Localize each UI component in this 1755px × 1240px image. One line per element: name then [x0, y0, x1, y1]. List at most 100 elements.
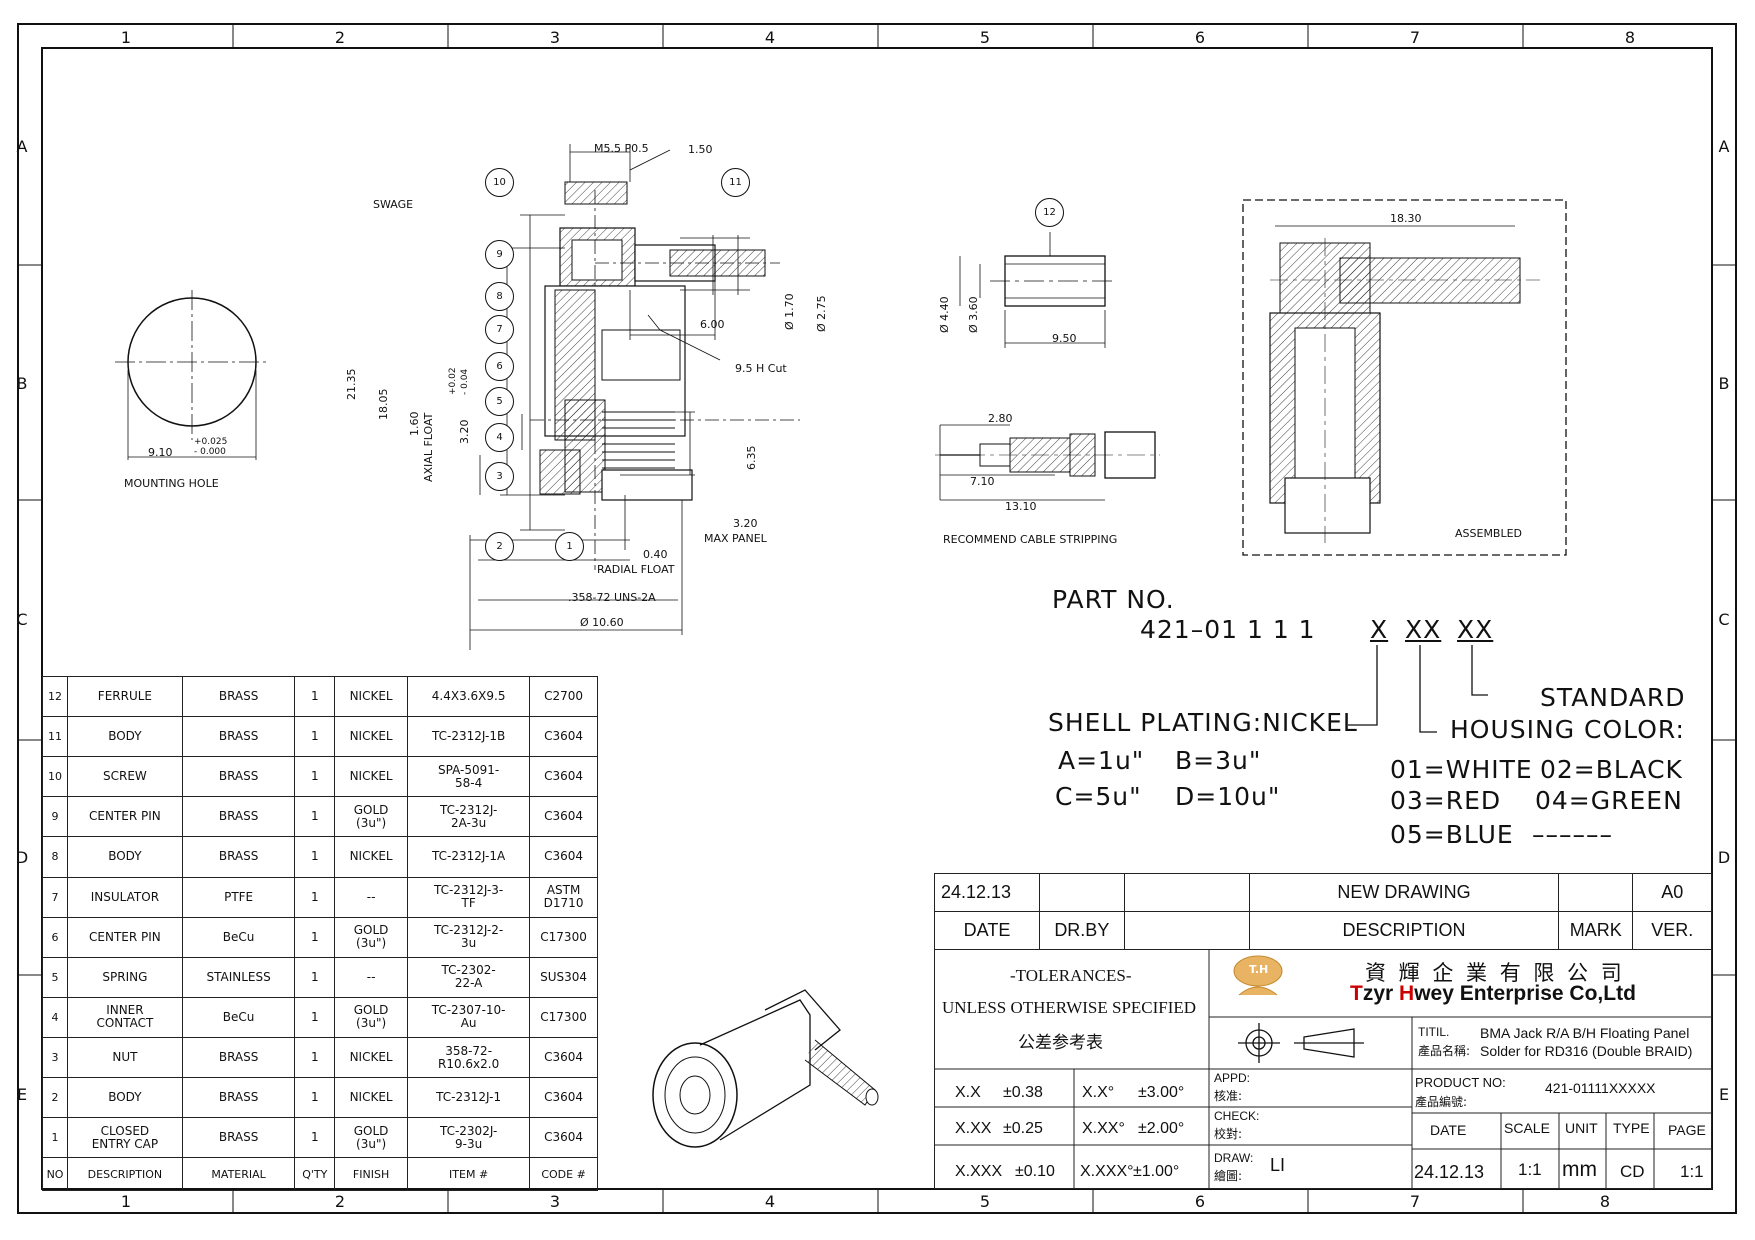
bom-cell: 1 [294, 716, 336, 758]
bom-cell: C17300 [529, 916, 598, 958]
grid-col-1-bottom: 1 [120, 1192, 132, 1211]
bom-cell: NUT [67, 1036, 183, 1079]
grid-row-b: B [16, 374, 28, 393]
tol-subtitle: UNLESS OTHERWISE SPECIFIED [942, 998, 1197, 1017]
bom-cell: 12 [41, 675, 69, 718]
bom-cell: STAINLESS [181, 956, 296, 998]
bom-cell: CLOSED ENTRY CAP [67, 1117, 183, 1159]
bom-cell: NICKEL [334, 1077, 409, 1119]
bom-cell: BRASS [181, 716, 296, 758]
bom-cell: BODY [67, 1077, 183, 1119]
bom-cell: MATERIAL [181, 1157, 296, 1191]
rev-ver: A0 [1632, 873, 1712, 912]
bom-cell: NICKEL [334, 1036, 409, 1079]
bom-cell: C3604 [529, 1036, 598, 1079]
bom-cell: 1 [294, 675, 336, 718]
plating-c: C=5u" [1055, 782, 1142, 811]
tol-xx1: X.X [955, 1084, 981, 1101]
strip-dim-280: 2.80 [988, 412, 1013, 425]
rev-date: 24.12.13 [933, 873, 1041, 912]
bom-cell: 4.4X3.6X9.5 [407, 675, 531, 718]
bom-cell: GOLD (3u") [334, 1117, 409, 1159]
grid-col-6: 6 [1194, 28, 1206, 47]
mounting-hole-drawing [115, 290, 270, 460]
company-name-cn: 資 輝 企 業 有 限 公 司 [1365, 961, 1625, 985]
draw-value: LI [1270, 1155, 1286, 1175]
grid-col-4-bottom: 4 [764, 1192, 776, 1211]
grid-col-2-bottom: 2 [334, 1192, 346, 1211]
h-page: PAGE [1668, 1122, 1706, 1138]
bom-cell: 1 [294, 796, 336, 838]
bom-cell: PTFE [181, 876, 296, 918]
balloon-11: 11 [721, 168, 750, 197]
bom-cell: C3604 [529, 1117, 598, 1159]
bom-cell: 4 [41, 996, 69, 1038]
section-view-drawing [469, 144, 800, 650]
strip-dim-710: 7.10 [970, 475, 995, 488]
section-dia-1060: Ø 10.60 [580, 616, 624, 629]
tol-cn: 公差参考表 [1018, 1033, 1103, 1053]
assembled-dim-1830: 18.30 [1390, 212, 1422, 225]
product-no-cn: 產品編號: [1415, 1095, 1468, 1109]
balloon-6: 6 [485, 352, 514, 381]
bom-cell: INNER CONTACT [67, 996, 183, 1038]
bom-cell: 1 [294, 836, 336, 878]
h-date: DATE [1430, 1122, 1467, 1138]
bom-cell: C3604 [529, 756, 598, 798]
title-block-grid [934, 949, 1712, 1189]
bom-cell: TC-2307-10- Au [407, 996, 531, 1038]
appd-cn: 核准: [1214, 1089, 1243, 1103]
bom-cell: BODY [67, 716, 183, 758]
isometric-connector-sketch [652, 989, 879, 1148]
rev-h-desc: DESCRIPTION [1249, 911, 1559, 950]
tol-ax2: X.XX° [1082, 1120, 1125, 1137]
bom-cell: GOLD (3u") [334, 996, 409, 1038]
bom-cell: BRASS [181, 796, 296, 838]
bom-cell: SPRING [67, 956, 183, 998]
bom-cell: BRASS [181, 675, 296, 718]
section-dim-600: 6.00 [700, 318, 725, 331]
part-no-code-xx2: XX [1457, 615, 1494, 644]
section-hex-cut: 9.5 H Cut [735, 362, 787, 375]
h-type: TYPE [1613, 1120, 1650, 1136]
section-dim-160: 1.60 [408, 411, 421, 437]
bom-cell: BRASS [181, 1117, 296, 1159]
bom-cell: -- [334, 876, 409, 918]
product-title-line1: BMA Jack R/A B/H Floating Panel [1480, 1025, 1690, 1041]
bom-cell: 9 [41, 796, 69, 838]
product-no-value: 421-01111XXXXX [1545, 1080, 1656, 1096]
company-name-en: Tzyr Hwey Enterprise Co,Ltd [1350, 982, 1636, 1005]
grid-row-a-right: A [1718, 137, 1730, 156]
part-no-title: PART NO. [1052, 585, 1175, 614]
bom-cell: TC-2302- 22-A [407, 956, 531, 998]
cable-stripping-drawing [935, 424, 1160, 501]
titil-cn: 產品名稱: [1418, 1044, 1471, 1058]
rev-drby [1039, 873, 1125, 912]
bom-cell: TC-2312J- 2A-3u [407, 796, 531, 838]
bom-cell: 10 [41, 756, 69, 798]
plating-b: B=3u" [1175, 746, 1262, 775]
bom-cell: BODY [67, 836, 183, 878]
color-03: 03=RED [1390, 786, 1502, 815]
grid-col-4: 4 [764, 28, 776, 47]
bom-cell: TC-2312J-1 [407, 1077, 531, 1119]
strip-label: RECOMMEND CABLE STRIPPING [943, 533, 1118, 546]
bom-cell: NICKEL [334, 716, 409, 758]
bom-cell: 11 [41, 716, 69, 758]
section-swage-label: SWAGE [373, 198, 414, 211]
bom-cell: TC-2312J-3- TF [407, 876, 531, 918]
bom-cell: SCREW [67, 756, 183, 798]
part-no-code-x: X [1370, 615, 1389, 644]
bom-cell: 1 [294, 1077, 336, 1119]
bom-cell: BeCu [181, 996, 296, 1038]
section-dim-635: 6.35 [745, 445, 758, 471]
revision-table: 24.12.13 NEW DRAWING A0 DATE DR.BY DESCR… [933, 873, 1712, 950]
balloon-8: 8 [485, 282, 514, 311]
tol-xx2: X.XX [955, 1120, 992, 1137]
plating-a: A=1u" [1058, 746, 1145, 775]
rev-h-drby: DR.BY [1039, 911, 1125, 950]
bom-cell: CENTER PIN [67, 796, 183, 838]
bom-cell: 8 [41, 836, 69, 878]
grid-col-7-bottom: 7 [1409, 1192, 1421, 1211]
